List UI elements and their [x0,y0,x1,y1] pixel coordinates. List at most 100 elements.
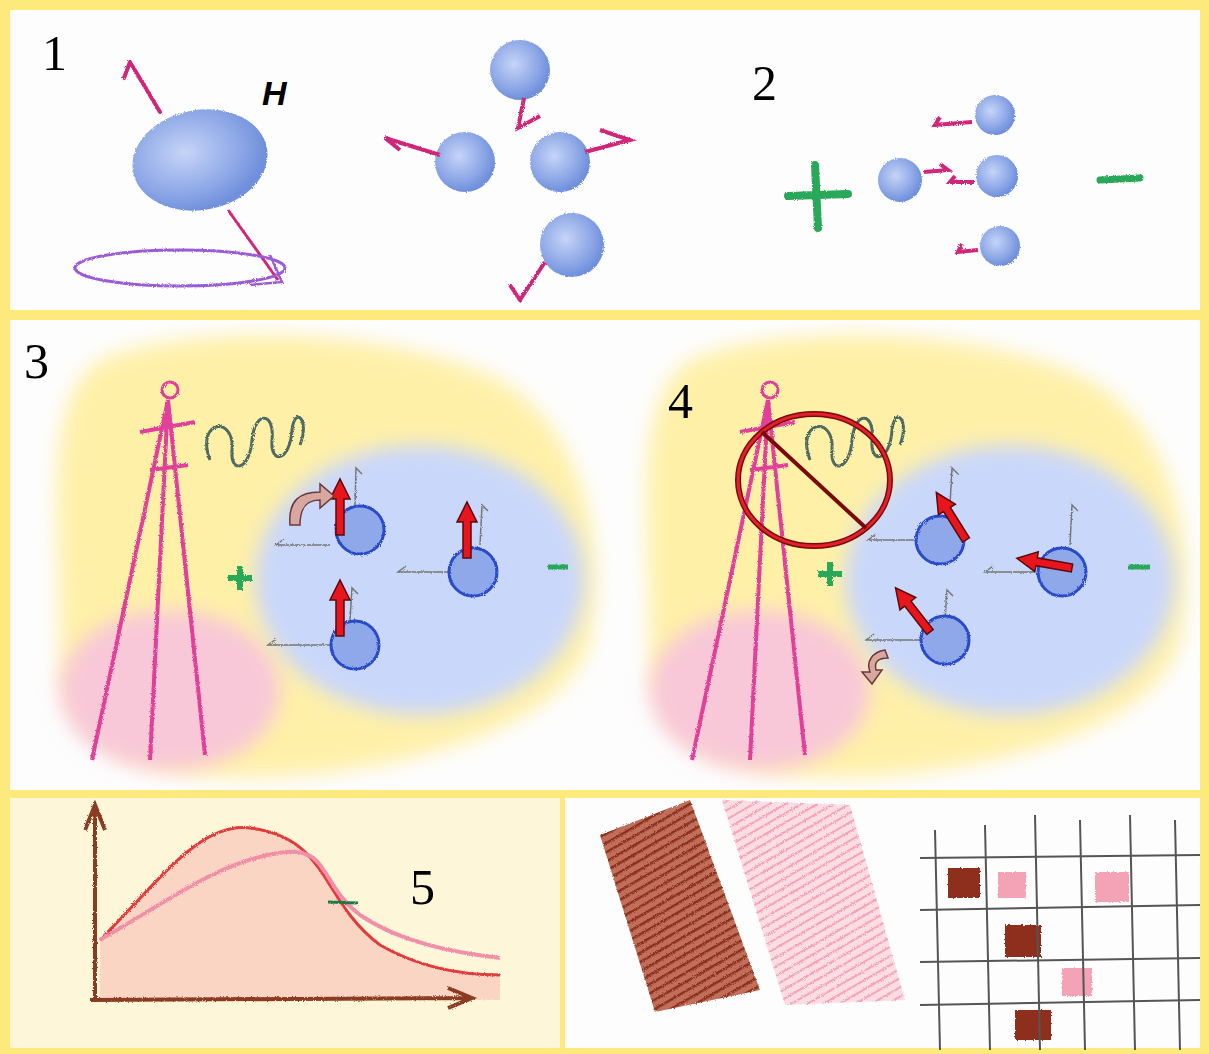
image-grid [920,815,1200,1050]
excitation-scene [355,468,362,505]
relaxation-scene [650,610,870,770]
image-grid [1062,968,1092,996]
prohibition-sign [738,414,890,546]
aligned-spins [878,158,922,202]
excitation-scene [480,505,488,545]
signal-curve-plot [85,805,105,1000]
aligned-spins [788,165,848,228]
excitation-scene [457,502,477,558]
panel-number: 5 [410,862,435,912]
relaxation-scene [647,335,1185,777]
image-grid [920,1000,1200,1005]
excitation-scene [228,566,252,590]
panel-ground [565,798,1200,1048]
tissue-swatches [722,800,905,1005]
excitation-scene [330,580,350,636]
relaxation-scene [762,382,778,398]
excitation-scene [398,566,455,572]
aligned-spins [976,155,1018,197]
relaxation-scene [888,582,938,638]
panel-ground [10,10,1200,310]
excitation-scene [255,445,585,715]
random-spins [540,213,604,277]
panel-number: 3 [24,336,49,386]
aligned-spins [788,95,1140,266]
precessing-proton [124,62,160,112]
image-grid [920,905,1200,910]
signal-curve-plot [100,828,500,975]
aligned-spins [980,226,1020,266]
excitation-scene [330,479,350,535]
relaxation-scene [928,487,975,545]
image-grid [948,868,980,898]
relaxation-scene [868,534,920,540]
signal-curve-plot [328,902,358,903]
relaxation-scene [845,445,1175,715]
field-symbol: H [262,76,287,110]
random-spins [530,132,590,192]
excitation-scene [57,335,595,777]
random-spins [490,40,550,100]
image-grid [920,958,1200,962]
image-grid [1005,925,1041,957]
random-spins [385,138,440,155]
prohibition-sign [762,432,866,528]
image-grid [920,855,1200,858]
panel-ground [10,10,1200,1048]
panel-number: 2 [752,58,777,108]
image-grid [920,815,1200,1050]
aligned-spins [924,164,948,172]
random-spins [385,40,630,300]
signal-curve-plot [100,828,500,1000]
aligned-spins [950,176,974,182]
image-grid [935,830,940,1050]
relaxation-scene [862,650,888,684]
precessing-proton [75,250,285,286]
image-grid [1095,872,1129,902]
prohibition-sign [738,414,890,546]
excitation-scene [162,382,178,398]
excitation-scene [548,565,568,570]
precessing-proton [228,210,278,280]
image-grid [985,825,990,1050]
panel-number: 4 [668,376,693,426]
relaxation-scene [1128,565,1150,570]
relaxation-scene [692,382,1150,760]
excitation-scene [276,539,330,545]
random-spins [435,132,495,192]
excitation-scene [449,548,497,596]
relaxation-scene [1015,548,1074,577]
excitation-scene [92,400,205,760]
excitation-scene [92,382,568,760]
signal-curve-plot [90,988,472,1008]
precessing-proton [75,62,285,286]
excitation-scene [268,639,330,645]
relaxation-scene [818,562,842,586]
panel-number: 1 [42,28,67,78]
relaxation-scene [647,335,1185,777]
excitation-scene [350,588,358,620]
aligned-spins [1100,178,1140,180]
image-grid [1035,815,1040,1050]
signal-curve-plot [100,852,500,958]
tissue-swatches [600,800,905,1012]
relaxation-scene [866,634,920,640]
aligned-spins [975,95,1015,135]
aligned-spins [935,117,972,125]
excitation-scene [57,335,595,777]
image-grid [1130,815,1135,1050]
aligned-spins [958,244,978,252]
image-grid [1080,820,1085,1050]
panel-ground [10,320,1200,790]
panel-ground [10,798,560,1048]
random-spins [510,262,545,300]
excitation-scene [207,417,304,466]
relaxation-scene [1070,505,1078,545]
precessing-proton [124,99,275,221]
precessing-proton [250,255,282,285]
image-grid [998,872,1026,898]
relaxation-scene [950,468,958,505]
excitation-scene [290,484,334,525]
image-grid [1015,1010,1051,1040]
